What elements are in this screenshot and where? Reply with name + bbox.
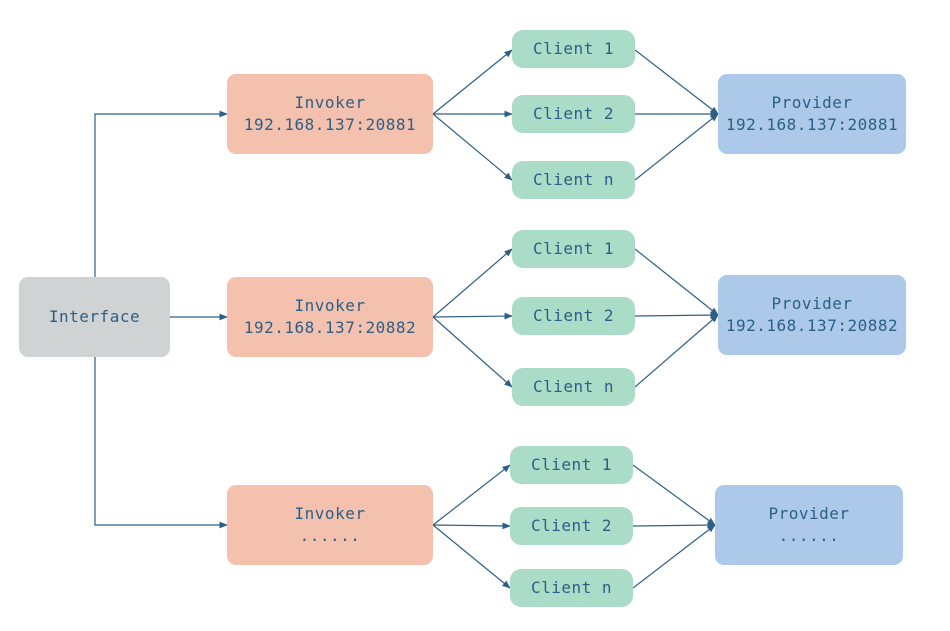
interface-node: Interface — [19, 277, 170, 357]
edge-client-n-provider-3 — [632, 524, 716, 589]
client-label: Client 2 — [532, 306, 615, 325]
edge-client-1-provider-1 — [634, 49, 719, 115]
edge-client-2-provider-3 — [632, 521, 716, 529]
edge-interface-invoker-3 — [94, 357, 228, 529]
edge-client-n-provider-2 — [634, 314, 719, 388]
client-node: Client 2 — [512, 297, 635, 335]
client-label: Client n — [530, 578, 613, 597]
edge-invoker-2-client-1 — [432, 248, 513, 318]
provider-address: 192.168.137:20881 — [725, 115, 899, 134]
provider-title: Provider — [771, 93, 853, 112]
client-node: Client 2 — [510, 507, 633, 545]
client-label: Client 2 — [530, 516, 613, 535]
provider-address: 192.168.137:20882 — [725, 316, 899, 335]
client-node: Client n — [512, 368, 635, 406]
invoker-title: Invoker — [294, 296, 366, 315]
client-node: Client 2 — [512, 95, 635, 133]
client-label: Client 2 — [532, 104, 615, 123]
invoker-address: 192.168.137:20882 — [243, 318, 417, 337]
invoker-address: 192.168.137:20881 — [243, 115, 417, 134]
edge-invoker-3-client-n — [432, 524, 511, 589]
client-node: Client 1 — [510, 446, 633, 484]
provider-node-2: Provider 192.168.137:20882 — [718, 275, 906, 355]
edge-invoker-1-client-n — [432, 113, 513, 181]
edge-client-n-provider-1 — [634, 113, 719, 181]
edge-client-2-provider-2 — [634, 311, 719, 319]
edge-client-1-provider-3 — [632, 464, 716, 526]
provider-address: ...... — [778, 526, 840, 545]
client-node: Client 1 — [512, 230, 635, 268]
edge-invoker-3-client-2 — [432, 522, 511, 530]
client-node: Client n — [510, 569, 633, 607]
edge-client-1-provider-2 — [634, 248, 719, 316]
client-label: Client 1 — [532, 239, 615, 258]
provider-title: Provider — [768, 504, 850, 523]
edge-interface-invoker-1 — [94, 110, 228, 277]
invoker-node-1: Invoker 192.168.137:20881 — [227, 74, 433, 154]
invoker-title: Invoker — [294, 504, 366, 523]
provider-node-1: Provider 192.168.137:20881 — [718, 74, 906, 154]
invoker-node-2: Invoker 192.168.137:20882 — [227, 277, 433, 357]
client-label: Client 1 — [530, 455, 613, 474]
client-label: Client n — [532, 377, 615, 396]
invoker-address: ...... — [299, 526, 361, 545]
provider-node-3: Provider ...... — [715, 485, 903, 565]
interface-label: Interface — [48, 307, 141, 326]
edge-invoker-1-client-1 — [432, 49, 513, 115]
edge-invoker-2-client-n — [432, 316, 513, 388]
edge-invoker-3-client-1 — [432, 464, 511, 526]
invoker-title: Invoker — [294, 93, 366, 112]
provider-title: Provider — [771, 294, 853, 313]
client-label: Client 1 — [532, 39, 615, 58]
client-node: Client 1 — [512, 30, 635, 68]
edge-invoker-2-client-2 — [432, 312, 513, 320]
invoker-node-3: Invoker ...... — [227, 485, 433, 565]
client-label: Client n — [532, 170, 615, 189]
client-node: Client n — [512, 161, 635, 199]
